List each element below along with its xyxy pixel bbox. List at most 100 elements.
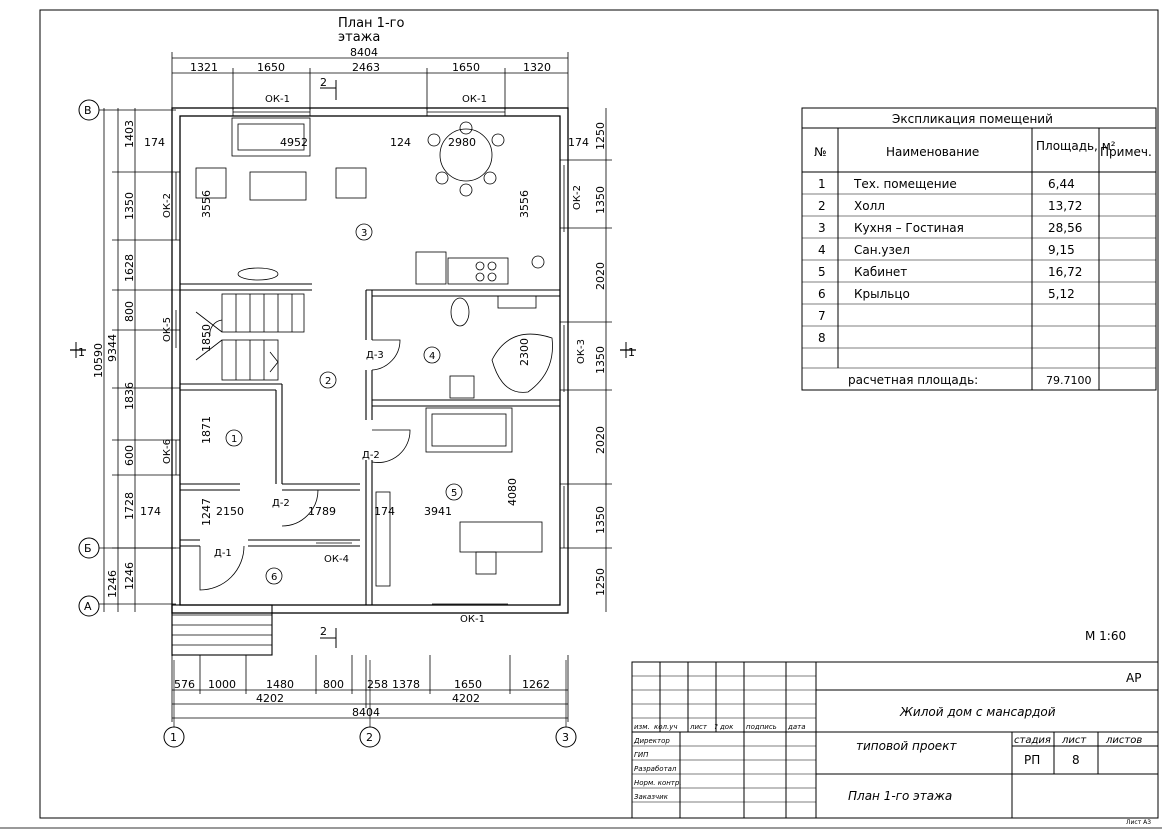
dim-left-7: 1728 [123, 492, 136, 520]
explication-cell-no: 5 [818, 265, 826, 279]
dim-inner-1247: 1247 [200, 498, 213, 526]
dim-inner-1871: 1871 [200, 416, 213, 444]
dim-left-overall: 10590 [92, 343, 105, 378]
dim-left-inner: 9344 [106, 334, 119, 362]
explication-cell-name: Кухня – Гостиная [854, 221, 964, 235]
svg-text:2: 2 [325, 376, 331, 387]
axis-bubble-a: А [78, 595, 100, 617]
dim-inner-4080: 4080 [506, 478, 519, 506]
stamp-col-izm: изм. [634, 723, 650, 731]
dim-left-1: 1403 [123, 120, 136, 148]
dim-bottom-half-2: 4202 [452, 692, 480, 705]
dim-bottom-3: 1480 [266, 678, 294, 691]
svg-text:В: В [84, 104, 92, 117]
door-d1: Д-1 [214, 548, 232, 559]
stamp-code: АР [1126, 671, 1141, 685]
stamp-role-gip: ГИП [634, 751, 649, 759]
stamp-col-koluch: кол.уч [654, 723, 678, 731]
stamp-sheet-label: лист [1061, 735, 1087, 746]
svg-text:1: 1 [78, 346, 85, 359]
cut-mark-top: 2 [320, 76, 337, 100]
explication-cell-area: 6,44 [1048, 177, 1075, 191]
dim-inner-3941: 3941 [424, 505, 452, 518]
explication-table [801, 107, 1157, 391]
dim-bottom-8: 1262 [522, 678, 550, 691]
stamp-stage-value: РП [1024, 753, 1040, 767]
staircase [195, 293, 305, 381]
dim-top-3: 2463 [352, 61, 380, 74]
explication-cell-area: 28,56 [1048, 221, 1082, 235]
dim-right-2: 1350 [594, 186, 607, 214]
cut-mark-top-label: 2 [320, 76, 327, 89]
axis-bubble-b: Б [78, 537, 100, 559]
window-ok4: ОК-4 [324, 554, 349, 565]
explication-total-value: 79.7100 [1046, 374, 1092, 387]
dim-left-5: 1836 [123, 382, 136, 410]
explication-cell-name: Холл [854, 199, 885, 213]
room-number-2: 2 [319, 371, 337, 389]
explication-cell-name: Сан.узел [854, 243, 910, 257]
dim-bottom-half-1: 4202 [256, 692, 284, 705]
explication-cell-area: 5,12 [1048, 287, 1075, 301]
room-number-4: 4 [423, 346, 441, 364]
explication-title: Экспликация помещений [892, 112, 1053, 126]
explication-cell-area: 13,72 [1048, 199, 1082, 213]
window-ok2-left: ОК-2 [162, 193, 173, 218]
scale-label: М 1:60 [1085, 629, 1126, 643]
dim-left-1246b: 1246 [106, 570, 119, 598]
explication-header-area: Площадь, м² [1036, 139, 1116, 153]
dim-inner-174-c: 174 [140, 505, 161, 518]
stamp-role-customer: Заказчик [634, 793, 669, 801]
explication-cell-name: Тех. помещение [853, 177, 957, 191]
stamp-sheets-label: листов [1105, 735, 1142, 746]
dim-inner-2980: 2980 [448, 136, 476, 149]
dim-right-3: 2020 [594, 262, 607, 290]
dim-inner-174-a: 174 [144, 136, 165, 149]
explication-cell-no: 7 [818, 309, 826, 323]
dim-left-3: 1628 [123, 254, 136, 282]
stamp-sheet-title: План 1-го этажа [848, 789, 952, 803]
dim-inner-4952: 4952 [280, 136, 308, 149]
dim-bottom-2: 1000 [208, 678, 236, 691]
stamp-project: Жилой дом с мансардой [899, 705, 1056, 719]
stamp-col-podpis: подпись [746, 723, 777, 731]
dim-top-2: 1650 [257, 61, 285, 74]
svg-text:1: 1 [170, 731, 177, 744]
explication-total-label: расчетная площадь: [848, 373, 978, 387]
explication-header-no: № [814, 145, 826, 159]
svg-text:6: 6 [271, 572, 277, 583]
cut-mark-bottom: 2 [320, 625, 337, 648]
dim-bottom-6: 1378 [392, 678, 420, 691]
dim-inner-2300: 2300 [518, 338, 531, 366]
dim-top-overall: 8404 [350, 46, 378, 59]
section-mark-left: 1 [70, 342, 86, 359]
explication-header-note: Примеч. [1100, 145, 1152, 159]
svg-text:Б: Б [84, 542, 92, 555]
explication-cell-no: 4 [818, 243, 826, 257]
dim-inner-3556-right: 3556 [518, 190, 531, 218]
dim-top-1: 1321 [190, 61, 218, 74]
stamp-role-developer: Разработал [634, 765, 677, 773]
dim-inner-174-b: 174 [568, 136, 589, 149]
dim-bottom-5: 258 [367, 678, 388, 691]
left-dimensions [103, 108, 180, 612]
axis-bubble-3: 3 [555, 726, 577, 748]
furniture [195, 117, 553, 587]
outer-walls [171, 107, 569, 614]
explication-cell-no: 1 [818, 177, 826, 191]
explication-header-name: Наименование [886, 145, 979, 159]
dim-right-5: 2020 [594, 426, 607, 454]
stamp-role-normcontrol: Норм. контр. [634, 779, 682, 787]
room-number-6: 6 [265, 567, 283, 585]
dim-inner-1850: 1850 [200, 324, 213, 352]
title-block [631, 661, 1159, 819]
axis-bubble-1: 1 [163, 726, 185, 748]
stamp-role-director: Директор [633, 737, 670, 745]
window-ok1-top-right: ОК-1 [462, 94, 487, 105]
explication-cell-no: 3 [818, 221, 826, 235]
window-ok2-right: ОК-2 [572, 185, 583, 210]
axis-bubble-v: В [78, 99, 100, 121]
svg-text:5: 5 [451, 488, 457, 499]
